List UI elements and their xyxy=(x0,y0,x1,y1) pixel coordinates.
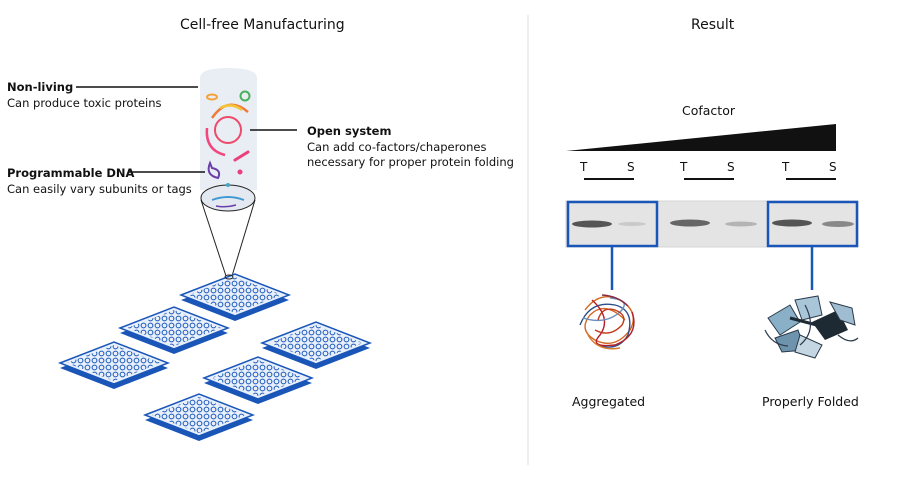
right-section-title: Result xyxy=(691,17,735,33)
well-plate-5 xyxy=(201,356,315,404)
well-plate-2 xyxy=(117,306,231,354)
band-lane2-s xyxy=(725,221,757,227)
band-lane1-s xyxy=(618,222,646,226)
aggregated-protein-icon xyxy=(579,294,635,350)
programmable-dna-title: Programmable DNA xyxy=(7,166,135,180)
band-lane3-s xyxy=(822,221,854,227)
cofactor-gradient-wedge xyxy=(566,124,836,151)
cofactor-label: Cofactor xyxy=(682,103,735,118)
well-plate-3 xyxy=(259,321,373,369)
non-living-desc: Can produce toxic proteins xyxy=(7,96,162,110)
zoom-cone xyxy=(200,199,256,277)
lane-3-t-label: T xyxy=(782,160,790,174)
programmable-dna-desc: Can easily vary subunits or tags xyxy=(7,182,192,196)
gel-image xyxy=(565,200,859,248)
open-system-title: Open system xyxy=(307,124,392,138)
lane-1-t-label: T xyxy=(580,160,588,174)
left-section-title: Cell-free Manufacturing xyxy=(180,17,345,33)
band-lane1-t xyxy=(572,220,612,228)
lane-3-s-label: S xyxy=(829,160,837,174)
non-living-title: Non-living xyxy=(7,80,74,94)
folded-protein-icon xyxy=(764,295,859,359)
open-system-desc-1: Can add co-factors/chaperones xyxy=(307,140,487,154)
well-plate-1 xyxy=(178,273,292,321)
well-plate-4 xyxy=(57,341,171,389)
aggregated-label: Aggregated xyxy=(572,394,646,409)
band-lane3-t xyxy=(772,219,812,227)
lane-2-s-label: S xyxy=(727,160,735,174)
lane-2-t-label: T xyxy=(680,160,688,174)
properly-folded-label: Properly Folded xyxy=(762,394,859,409)
lane-1-s-label: S xyxy=(627,160,635,174)
test-tube-icon xyxy=(200,68,257,212)
band-lane2-t xyxy=(670,219,710,227)
open-system-desc-2: necessary for proper protein folding xyxy=(307,155,514,169)
cone-tip-well xyxy=(224,274,234,280)
well-plate-6 xyxy=(142,393,256,441)
